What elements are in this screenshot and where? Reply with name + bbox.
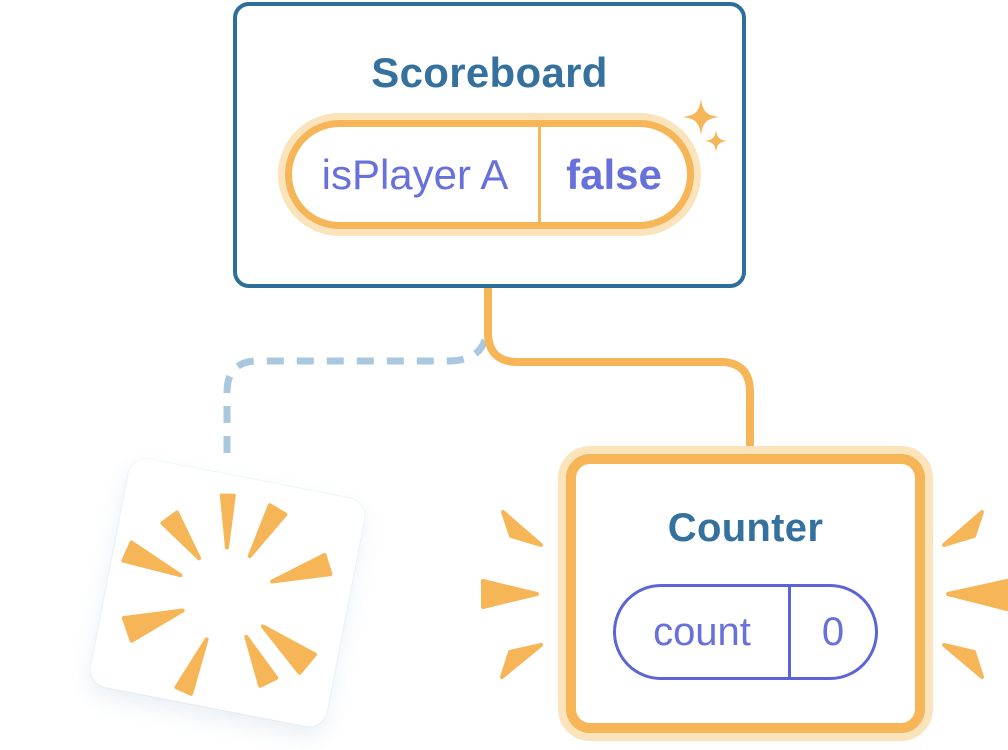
poof-burst-icon [121,493,333,696]
burst-ray [247,503,288,559]
counter-state-pill: count 0 [613,584,878,680]
burst-ray [219,493,236,550]
counter-title: Counter [667,506,824,550]
scoreboard-title: Scoreboard [371,49,608,96]
burst-ray [121,540,183,578]
removed-branch-connector [223,338,489,462]
burst-ray [121,608,185,643]
active-branch-connector [484,278,754,460]
burst-ray [270,552,333,584]
burst-ray [174,637,209,696]
burst-ray [160,510,202,561]
state-label: isPlayer A [321,150,509,198]
counter-card: Counter count 0 [558,446,933,741]
state-value: 0 [821,609,845,654]
state-label: count [653,609,751,654]
scoreboard-card: Scoreboard isPlayer A false [233,2,746,288]
burst-ray [260,624,317,675]
scoreboard-state-pill: isPlayer A false [278,113,701,236]
state-value: false [566,150,662,198]
destroyed-card [87,456,368,730]
pill-divider [538,127,541,222]
burst-ray [244,634,279,688]
pill-divider [788,587,791,677]
